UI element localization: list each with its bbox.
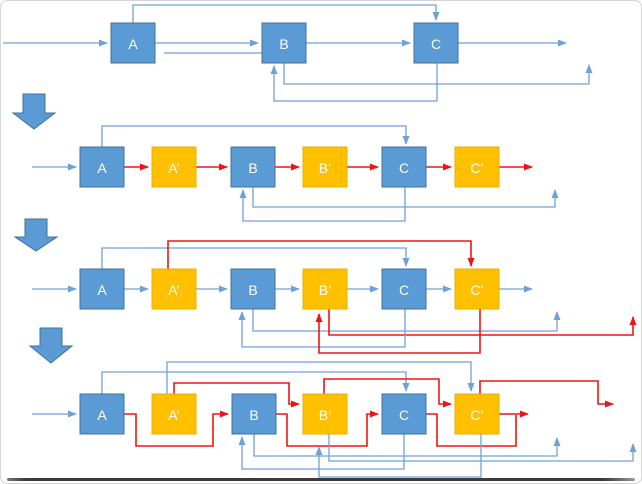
- connector-r1-c-to-b-bottom: [270, 63, 438, 102]
- connector-r4-a-to-c-top: [101, 371, 410, 394]
- box-r2-a: A: [79, 146, 125, 188]
- connector-r2-b-out-bottom: [252, 187, 559, 208]
- box-label-r3-a: A: [97, 282, 107, 298]
- box-r4-a: A: [79, 393, 125, 435]
- box-label-r1-b: B: [279, 36, 288, 52]
- box-r4-c-prime: C’: [454, 393, 500, 435]
- connector-r3-c-prime-to-b-prime-bottom: [315, 309, 481, 354]
- box-label-r2-b-prime: B’: [319, 160, 331, 176]
- connector-r4-c-prime-out-top: [479, 380, 614, 408]
- box-label-r4-c: C: [399, 407, 409, 423]
- box-r3-a-prime: A’: [151, 268, 197, 310]
- box-label-r2-c: C: [399, 160, 409, 176]
- connector-r3-b-prime-out-bottom: [328, 309, 637, 336]
- box-label-r1-c: C: [431, 36, 441, 52]
- connector-r4-b-prime-to-c-prime-top: [323, 378, 452, 408]
- box-r3-c-prime: C’: [454, 268, 500, 310]
- box-r2-c: C: [381, 146, 427, 188]
- box-r4-b-prime: B’: [302, 393, 348, 435]
- box-label-r4-b-prime: B’: [319, 407, 331, 423]
- connector-r4-a-prime-to-c-prime-top: [166, 361, 475, 394]
- box-label-r3-c-prime: C’: [470, 282, 483, 298]
- connector-r4-b-to-c-low: [275, 410, 379, 447]
- connector-r3-c-to-b-bottom: [238, 309, 406, 348]
- connector-r2-c-to-b-bottom: [239, 187, 406, 222]
- box-r3-a: A: [79, 268, 125, 310]
- bottom-shadow-bar: [7, 478, 635, 481]
- box-r4-a-prime: A’: [151, 393, 197, 435]
- box-label-r2-a: A: [97, 160, 107, 176]
- box-r2-c-prime: C’: [454, 146, 500, 188]
- connector-r4-a-to-b-low: [124, 410, 229, 447]
- connector-r3-a-prime-to-c-prime-top: [167, 240, 475, 269]
- box-label-r4-a: A: [97, 407, 107, 423]
- connector-r4-c-out-low: [426, 413, 517, 447]
- box-r3-b: B: [230, 268, 276, 310]
- box-label-r4-b: B: [249, 407, 258, 423]
- connector-r4-a-prime-to-b-prime-top: [173, 382, 300, 408]
- box-r1-c: C: [413, 22, 459, 64]
- box-r2-b: B: [230, 146, 276, 188]
- box-label-r2-c-prime: C’: [470, 160, 483, 176]
- box-r4-c: C: [381, 393, 427, 435]
- box-label-r3-c: C: [399, 282, 409, 298]
- box-label-r3-a-prime: A’: [168, 282, 179, 298]
- box-r1-b: B: [261, 22, 307, 64]
- box-r2-b-prime: B’: [302, 146, 348, 188]
- connector-r3-a-to-c-top: [101, 247, 410, 269]
- box-label-r4-c-prime: C’: [470, 407, 483, 423]
- box-r3-b-prime: B’: [302, 268, 348, 310]
- connector-r4-b-out-bottom: [253, 434, 561, 457]
- transform-arrow-1-icon: [11, 93, 57, 130]
- box-label-r2-a-prime: A’: [168, 160, 179, 176]
- connector-r1-a-to-c-top: [132, 4, 440, 23]
- box-label-r2-b: B: [248, 160, 257, 176]
- box-label-r3-b-prime: B’: [319, 282, 331, 298]
- connector-r4-c-to-b-bottom: [238, 434, 405, 470]
- box-r3-c: C: [381, 268, 427, 310]
- transform-arrow-2-icon: [13, 218, 59, 252]
- transform-arrow-3-icon: [28, 327, 74, 364]
- box-r2-a-prime: A’: [151, 146, 197, 188]
- box-r4-b: B: [231, 393, 277, 435]
- connector-r4-c-prime-to-b-prime-bottom: [315, 434, 482, 478]
- box-label-r4-a-prime: A’: [168, 407, 179, 423]
- box-r1-a: A: [110, 22, 156, 64]
- box-label-r3-b: B: [248, 282, 257, 298]
- box-label-r1-a: A: [128, 36, 138, 52]
- connector-r2-a-to-c-top: [101, 125, 410, 147]
